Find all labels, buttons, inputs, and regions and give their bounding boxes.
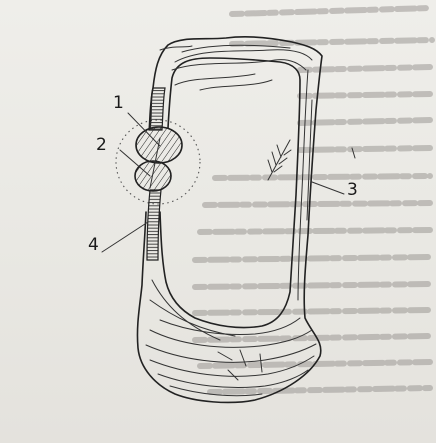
label-3: 3	[347, 180, 358, 200]
nodules	[135, 127, 182, 191]
feather-mark	[268, 140, 291, 180]
label-1: 1	[113, 93, 124, 113]
label-4: 4	[88, 235, 99, 255]
nodule-lower	[135, 161, 171, 191]
loop-body	[137, 37, 322, 403]
label-2: 2	[96, 135, 107, 155]
